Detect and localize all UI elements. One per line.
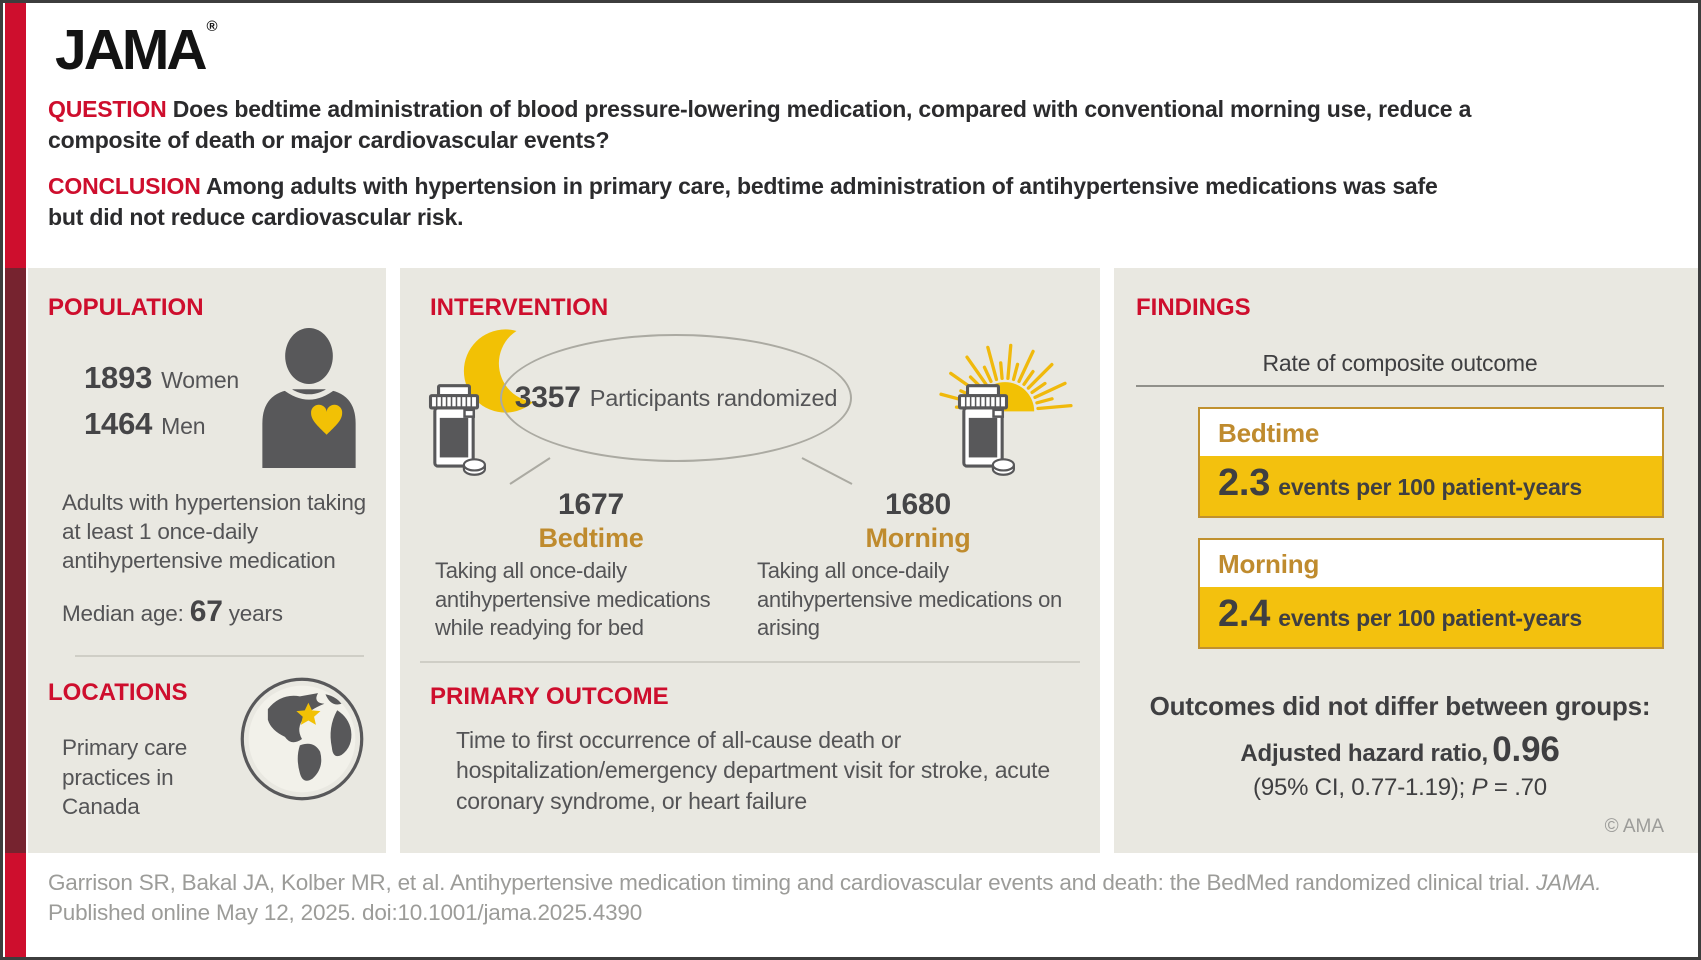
citation-footer: Garrison SR, Bakal JA, Kolber MR, et al.… bbox=[28, 853, 1698, 957]
question-paragraph: QUESTION Does bedtime administration of … bbox=[48, 94, 1478, 156]
conclusion-label: CONCLUSION bbox=[48, 173, 201, 200]
population-description: Adults with hypertension taking at least… bbox=[62, 490, 366, 573]
population-counts-row: 1893 Women 1464 Men bbox=[48, 328, 368, 473]
median-age-label: Median age: bbox=[62, 601, 184, 627]
p-value: = .70 bbox=[1487, 774, 1547, 801]
bedtime-group-count: 1677 bbox=[558, 488, 624, 521]
citation-journal: JAMA. bbox=[1536, 870, 1602, 895]
findings-title: FINDINGS bbox=[1136, 294, 1251, 321]
bedtime-result-header: Bedtime bbox=[1200, 409, 1662, 456]
women-count-line: 1893 Women bbox=[84, 360, 239, 396]
locations-text-block: LOCATIONS Primary care practices in Cana… bbox=[48, 679, 230, 821]
bedtime-result-value-row: 2.3 events per 100 patient-years bbox=[1200, 456, 1662, 516]
accent-bar-red-top bbox=[5, 3, 26, 268]
bedtime-group-description: Taking all once-daily antihypertensive m… bbox=[435, 558, 711, 641]
locations-title: LOCATIONS bbox=[48, 679, 188, 707]
confidence-interval-line: (95% CI, 0.77-1.19); P = .70 bbox=[1136, 774, 1664, 802]
citation-text: Garrison SR, Bakal JA, Kolber MR, et al.… bbox=[48, 870, 1537, 895]
median-age-value: 67 bbox=[189, 595, 223, 629]
women-count: 1893 bbox=[84, 360, 153, 395]
randomized-count: 3357 bbox=[514, 381, 581, 414]
globe-canada-star-icon bbox=[238, 675, 366, 821]
findings-subtitle-rule bbox=[1136, 385, 1664, 387]
jama-logo: JAMA® bbox=[55, 19, 1658, 79]
bedtime-group: 1677 Bedtime Taking all once-daily antih… bbox=[435, 488, 747, 643]
morning-group-name: Morning bbox=[865, 523, 971, 553]
bedtime-result-card: Bedtime 2.3 events per 100 patient-years bbox=[1198, 407, 1664, 518]
morning-group-description: Taking all once-daily antihypertensive m… bbox=[757, 558, 1062, 641]
morning-result-value-row: 2.4 events per 100 patient-years bbox=[1200, 587, 1662, 647]
conclusion-text: Among adults with hypertension in primar… bbox=[48, 173, 1438, 231]
bedtime-group-name: Bedtime bbox=[538, 523, 644, 553]
randomized-label: Participants randomized bbox=[589, 384, 838, 411]
median-age-line: Median age: 67 years bbox=[62, 595, 368, 629]
panels-row: POPULATION 1893 Women 1464 Men bbox=[28, 268, 1698, 853]
primary-outcome-description: Time to first occurrence of all-cause de… bbox=[456, 726, 1050, 814]
intervention-title: INTERVENTION bbox=[430, 294, 609, 321]
population-locations-divider bbox=[75, 655, 364, 658]
question-text: Does bedtime administration of blood pre… bbox=[48, 96, 1472, 154]
men-label: Men bbox=[161, 413, 206, 439]
morning-group-count: 1680 bbox=[885, 488, 951, 521]
ci-text: (95% CI, 0.77-1.19); bbox=[1253, 774, 1472, 801]
accent-bar-maroon-middle bbox=[5, 268, 26, 853]
population-title: POPULATION bbox=[48, 294, 204, 321]
locations-block: LOCATIONS Primary care practices in Cana… bbox=[48, 678, 368, 821]
findings-summary: Outcomes did not differ between groups: bbox=[1149, 691, 1651, 721]
randomization-connector-lines bbox=[509, 457, 853, 485]
p-symbol: P bbox=[1471, 774, 1488, 801]
bedtime-result-value: 2.3 bbox=[1218, 462, 1271, 504]
pill-bottle-icon bbox=[420, 382, 488, 481]
intervention-outcome-panel: INTERVENTION bbox=[400, 268, 1100, 853]
bedtime-result-label: Bedtime bbox=[1218, 418, 1320, 448]
ama-copyright: © AMA bbox=[1604, 816, 1664, 837]
randomized-groups-row: 1677 Bedtime Taking all once-daily antih… bbox=[430, 488, 1080, 643]
left-accent-bar bbox=[5, 3, 26, 957]
morning-icon-group bbox=[925, 314, 1090, 478]
men-count-line: 1464 Men bbox=[84, 406, 239, 442]
randomized-ellipse: 3357 Participants randomized bbox=[500, 334, 852, 462]
citation-line-1: Garrison SR, Bakal JA, Kolber MR, et al.… bbox=[48, 868, 1678, 898]
morning-result-header: Morning bbox=[1200, 540, 1662, 587]
morning-result-card: Morning 2.4 events per 100 patient-years bbox=[1198, 538, 1664, 649]
women-label: Women bbox=[161, 367, 239, 393]
population-locations-panel: POPULATION 1893 Women 1464 Men bbox=[28, 268, 386, 853]
header: JAMA® QUESTION Does bedtime administrati… bbox=[28, 3, 1698, 268]
jama-logo-text: JAMA bbox=[55, 18, 208, 82]
morning-result-unit: events per 100 patient-years bbox=[1278, 605, 1583, 631]
findings-panel: FINDINGS Rate of composite outcome Bedti… bbox=[1114, 268, 1698, 853]
citation-line-2: Published online May 12, 2025. doi:10.10… bbox=[48, 900, 643, 926]
intervention-outcome-divider bbox=[420, 660, 1080, 663]
hazard-ratio-value: 0.96 bbox=[1492, 730, 1560, 769]
pill-bottle-icon bbox=[949, 382, 1017, 481]
hazard-ratio-line: Adjusted hazard ratio, 0.96 bbox=[1136, 730, 1664, 770]
hazard-ratio-label: Adjusted hazard ratio, bbox=[1240, 740, 1489, 767]
registered-trademark-icon: ® bbox=[206, 18, 218, 35]
randomization-diagram: 3357 Participants randomized bbox=[428, 324, 1080, 488]
accent-bar-red-bottom bbox=[5, 853, 26, 957]
morning-result-label: Morning bbox=[1218, 549, 1320, 579]
conclusion-paragraph: CONCLUSION Among adults with hypertensio… bbox=[48, 171, 1478, 233]
content-area: JAMA® QUESTION Does bedtime administrati… bbox=[28, 3, 1698, 957]
median-age-suffix: years bbox=[228, 601, 283, 627]
morning-group: 1680 Morning Taking all once-daily antih… bbox=[757, 488, 1079, 643]
bedtime-result-unit: events per 100 patient-years bbox=[1278, 474, 1583, 500]
participant-counts: 1893 Women 1464 Men bbox=[84, 360, 239, 473]
men-count: 1464 bbox=[84, 406, 153, 441]
morning-result-value: 2.4 bbox=[1218, 593, 1271, 635]
findings-subtitle: Rate of composite outcome bbox=[1262, 350, 1538, 376]
locations-description: Primary care practices in Canada bbox=[62, 735, 188, 819]
primary-outcome-title: PRIMARY OUTCOME bbox=[430, 682, 669, 710]
question-label: QUESTION bbox=[48, 96, 167, 122]
person-with-heart-icon bbox=[252, 328, 366, 473]
